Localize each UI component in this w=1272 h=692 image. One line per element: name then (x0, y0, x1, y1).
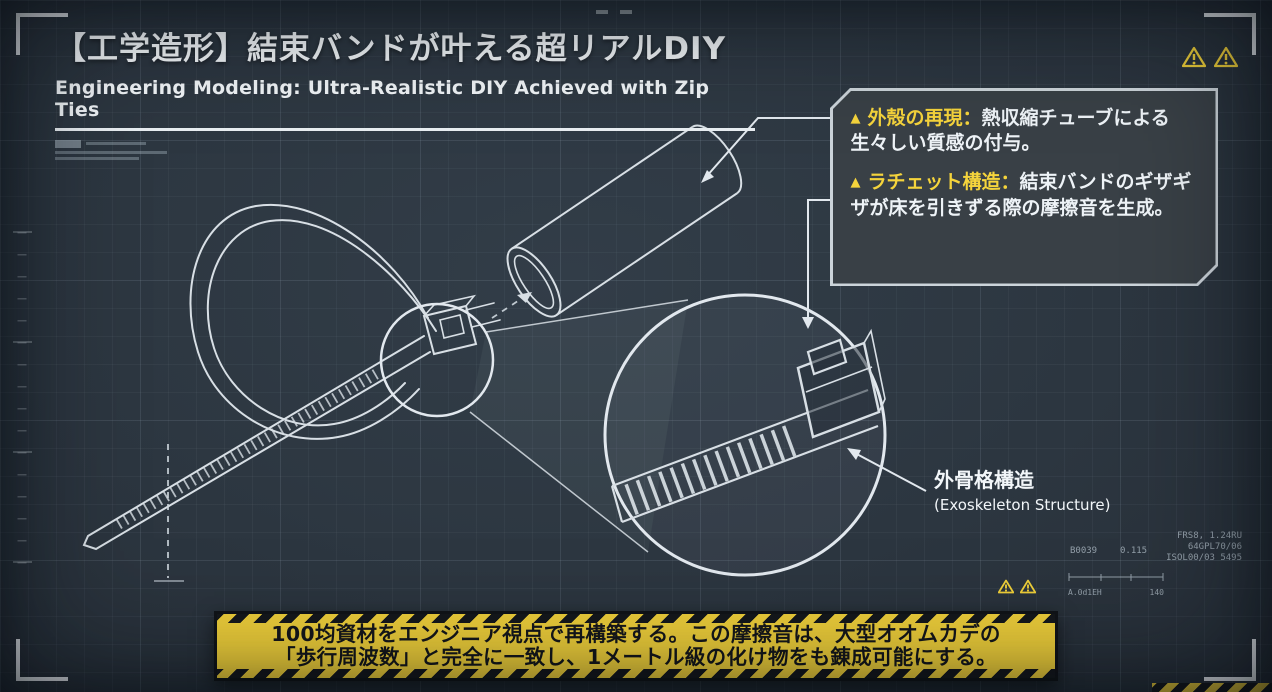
small-magnifier-circle (379, 302, 495, 418)
banner-line-2: 「歩行周波数」と完全に一致し、1メートル級の化け物をも錬成可能にする。 (275, 645, 997, 669)
loop-outer (189, 203, 429, 440)
callout-keyword: 外殻の再現： (867, 106, 982, 129)
pawl-arrowhead (802, 317, 814, 329)
callout-panel-inner: ▲ 外殻の再現：熱収縮チューブによる生々しい質感の付与。 ▲ ラチェット構造：結束バ… (833, 91, 1216, 284)
hazard-banner-text: 100均資材をエンジニア視点で再構築する。この摩擦音は、大型オオムカデの 「歩行… (217, 623, 1055, 669)
scale-label-left: A.0d1EH (1068, 588, 1102, 597)
head-stub (465, 302, 501, 328)
hud-value: 0.115 (1120, 546, 1148, 556)
callout-panel: ▲ 外殻の再現：熱収縮チューブによる生々しい質感の付与。 ▲ ラチェット構造：結束バ… (830, 88, 1218, 286)
hazard-stripe-top (217, 614, 1055, 623)
registration-mark (620, 10, 632, 14)
hud-scale-ruler: A.0d1EH 140 (1068, 567, 1164, 597)
leader-lines (705, 117, 927, 492)
warning-icons-bottom (998, 579, 1036, 594)
page-title-jp: 【工学造形】結束バンドが叶える超リアルDIY (55, 31, 727, 67)
registration-mark (596, 10, 608, 14)
ratchet-detail (610, 328, 886, 524)
callout-keyword: ラチェット構造： (867, 171, 1020, 194)
scale-label-right: 140 (1149, 588, 1164, 597)
header: 【工学造形】結束バンドが叶える超リアルDIY Engineering Model… (55, 30, 755, 160)
tail-serrations (114, 369, 379, 530)
hazard-stripe-bottom (217, 669, 1055, 678)
hud-readout-line: 64GPL70/06 (1187, 542, 1242, 552)
page-title-en: Engineering Modeling: Ultra-Realistic DI… (55, 77, 755, 131)
loop-inner (206, 219, 437, 427)
fine-print (55, 139, 755, 160)
tube-arrowhead (701, 170, 714, 183)
magnifier-cone (469, 299, 689, 553)
callout-text: 熱収縮チューブによる生々しい質感の付与。 (850, 106, 1170, 155)
insertion-arrowhead (517, 292, 532, 303)
tail-outline (82, 335, 431, 551)
left-ruler (13, 231, 32, 566)
callout-item-shell: ▲ 外殻の再現：熱収縮チューブによる生々しい質感の付与。 (851, 106, 1198, 158)
exo-arrowhead (847, 448, 861, 460)
callout-item-ratchet: ▲ ラチェット構造：結束バンドのギザギザが床を引きずる際の摩擦音を生成。 (851, 170, 1198, 222)
scale-labels: A.0d1EH 140 (1068, 588, 1164, 597)
warning-icon (998, 579, 1014, 594)
hazard-edge-strip (1152, 683, 1272, 692)
callout-text: 結束バンドのギザギザが床を引きずる際の摩擦音を生成。 (850, 171, 1192, 219)
head-front (422, 304, 478, 356)
warning-icon (1182, 46, 1206, 68)
exoskeleton-label-en: (Exoskeleton Structure) (934, 496, 1111, 514)
warning-icons-top (1182, 46, 1238, 68)
warning-icon (1214, 46, 1238, 68)
pawl-tab (806, 338, 848, 376)
hud-readout-line: FRS8, 1.24RU (1176, 531, 1242, 541)
bullet-triangle-icon: ▲ (850, 110, 861, 126)
zip-tie-lineart (82, 203, 501, 551)
head-top (423, 294, 477, 317)
hud-readout-line: ISOL00/03 5495 (1166, 553, 1242, 563)
hud-code: B0039 (1070, 546, 1098, 556)
warning-icon (1020, 579, 1036, 594)
hud-readout: FRS8, 1.24RU 64GPL70/06 ISOL00/03 5495 (1146, 531, 1242, 564)
hazard-banner: 100均資材をエンジニア視点で再構築する。この摩擦音は、大型オオムカデの 「歩行… (214, 611, 1058, 681)
exoskeleton-label-jp: 外骨格構造 (934, 468, 1034, 492)
exoskeleton-label: 外骨格構造 (Exoskeleton Structure) (934, 468, 1110, 515)
scale-ruler-icon (1068, 573, 1164, 581)
bullet-triangle-icon: ▲ (850, 175, 861, 191)
banner-line-1: 100均資材をエンジニア視点で再構築する。この摩擦音は、大型オオムカデの (271, 622, 1001, 646)
construction-dashes (167, 296, 525, 578)
head-slot (439, 314, 465, 339)
